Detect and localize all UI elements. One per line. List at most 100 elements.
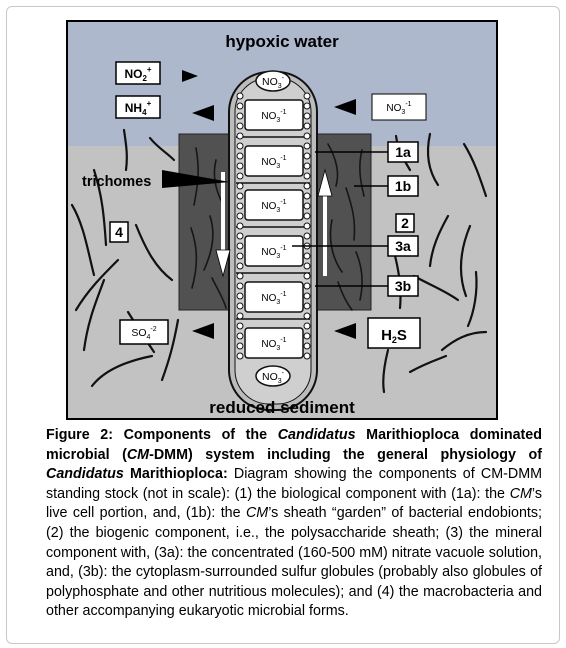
sulfur-globule	[303, 172, 311, 180]
sulfur-globule	[236, 282, 244, 290]
sulfur-globule	[236, 122, 244, 130]
sulfur-globule	[236, 202, 244, 210]
sulfur-globule	[303, 312, 311, 320]
sulfur-globule	[303, 182, 311, 190]
nh4-box: NH4+	[115, 95, 161, 119]
bottom-cap-label: NO3-	[262, 370, 285, 385]
sulfur-globule	[303, 222, 311, 230]
bottom-cap-vacuole	[255, 365, 291, 387]
no2-box: NO2+	[115, 61, 161, 85]
reduced-sediment-label: reduced sediment	[209, 398, 355, 417]
sulfur-globule	[303, 332, 311, 340]
so4-arrow	[192, 323, 214, 339]
h2s-box: H2S	[367, 317, 421, 349]
sulfur-globule	[303, 262, 311, 270]
sulfur-globule	[236, 112, 244, 120]
tag-2: 2	[395, 213, 415, 233]
top-cap-label: NO3-	[262, 75, 285, 90]
svg-text:3a: 3a	[395, 238, 411, 254]
top-cap-vacuole	[255, 70, 291, 92]
sulfur-globule	[303, 342, 311, 350]
sulfur-globules	[236, 92, 311, 360]
nitrate-vacuole: NO3-1	[244, 327, 304, 359]
h2s-arrow	[334, 323, 356, 339]
sulfur-globule	[303, 302, 311, 310]
svg-text:1a: 1a	[395, 144, 411, 160]
tag-3b: 3b	[315, 275, 419, 297]
sulfur-globule	[236, 142, 244, 150]
sulfur-globule	[236, 302, 244, 310]
sulfur-globule	[303, 152, 311, 160]
sulfur-globule	[303, 102, 311, 110]
sulfur-globule	[236, 232, 244, 240]
sulfur-globule	[236, 132, 244, 140]
septa	[236, 136, 310, 320]
nitrate-vacuole: NO3-1	[244, 189, 304, 221]
sulfur-globule	[236, 222, 244, 230]
figure-caption: Figure 2: Components of the Candidatus M…	[46, 426, 542, 622]
sulfur-globule	[236, 342, 244, 350]
svg-text:3b: 3b	[395, 278, 411, 294]
nitrate-vacuole: NO3-1	[244, 145, 304, 177]
vacuole-label: NO3-1	[261, 199, 286, 214]
sulfur-globule	[303, 112, 311, 120]
no3-water-box: NO3-1	[371, 93, 427, 121]
sulfur-globule	[303, 122, 311, 130]
sulfur-globule	[236, 192, 244, 200]
hypoxic-water-label: hypoxic water	[225, 32, 339, 51]
sulfur-globule	[236, 272, 244, 280]
sulfur-globule	[236, 92, 244, 100]
sulfur-globule	[236, 242, 244, 250]
sulfur-globule	[236, 352, 244, 360]
svg-text:2: 2	[401, 215, 409, 231]
nitrate-vacuole: NO3-1	[244, 235, 304, 267]
vacuole-label: NO3-1	[261, 337, 286, 352]
sulfur-globule	[303, 282, 311, 290]
so4-box: SO4-2	[119, 319, 169, 345]
svg-text:NO3-1: NO3-1	[386, 101, 411, 116]
sulfur-globule	[303, 272, 311, 280]
sulfur-globule	[236, 172, 244, 180]
sulfur-globule	[236, 212, 244, 220]
sulfur-globule	[236, 322, 244, 330]
sulfur-globule	[303, 322, 311, 330]
svg-text:H2S: H2S	[381, 327, 407, 345]
vacuole-label: NO3-1	[261, 109, 286, 124]
no3-arrow	[334, 99, 356, 115]
svg-text:NO2+: NO2+	[124, 65, 151, 83]
sulfur-globule	[303, 352, 311, 360]
sulfur-globule	[236, 162, 244, 170]
sulfur-globule	[303, 192, 311, 200]
caption-body: Diagram showing the components of CM-DMM…	[46, 466, 543, 620]
sulfur-globule	[303, 232, 311, 240]
caption-title: Figure 2: Components of the Candidatus M…	[46, 427, 542, 483]
diagram: NO3- NO3- NO3-1NO3-1NO3-1NO3-1NO3-1NO3-1…	[66, 20, 498, 420]
nitrate-vacuole: NO3-1	[244, 281, 304, 313]
sulfur-globule	[236, 262, 244, 270]
sulfur-globule	[303, 212, 311, 220]
sulfur-globule	[303, 202, 311, 210]
no2-arrow	[182, 70, 198, 82]
tag-1a: 1a	[315, 141, 419, 163]
trichomes-label: trichomes	[82, 174, 151, 190]
sulfur-globule	[236, 292, 244, 300]
sulfur-globule	[236, 252, 244, 260]
trichomes-arrow	[162, 170, 230, 188]
nitrate-vacuole: NO3-1	[244, 99, 304, 131]
sulfur-globule	[236, 332, 244, 340]
sulfur-globule	[236, 102, 244, 110]
sulfur-globule	[303, 92, 311, 100]
sulfur-globule	[236, 182, 244, 190]
sulfur-globule	[236, 312, 244, 320]
svg-text:4: 4	[115, 224, 123, 240]
svg-text:1b: 1b	[395, 178, 411, 194]
sulfur-globule	[303, 252, 311, 260]
tag-1b: 1b	[354, 175, 419, 197]
nh4-arrow	[192, 105, 214, 121]
tag-4: 4	[109, 221, 129, 243]
tag-3a: 3a	[292, 235, 419, 257]
svg-text:NH4+: NH4+	[125, 99, 152, 117]
vacuole-label: NO3-1	[261, 291, 286, 306]
sulfur-globule	[303, 142, 311, 150]
